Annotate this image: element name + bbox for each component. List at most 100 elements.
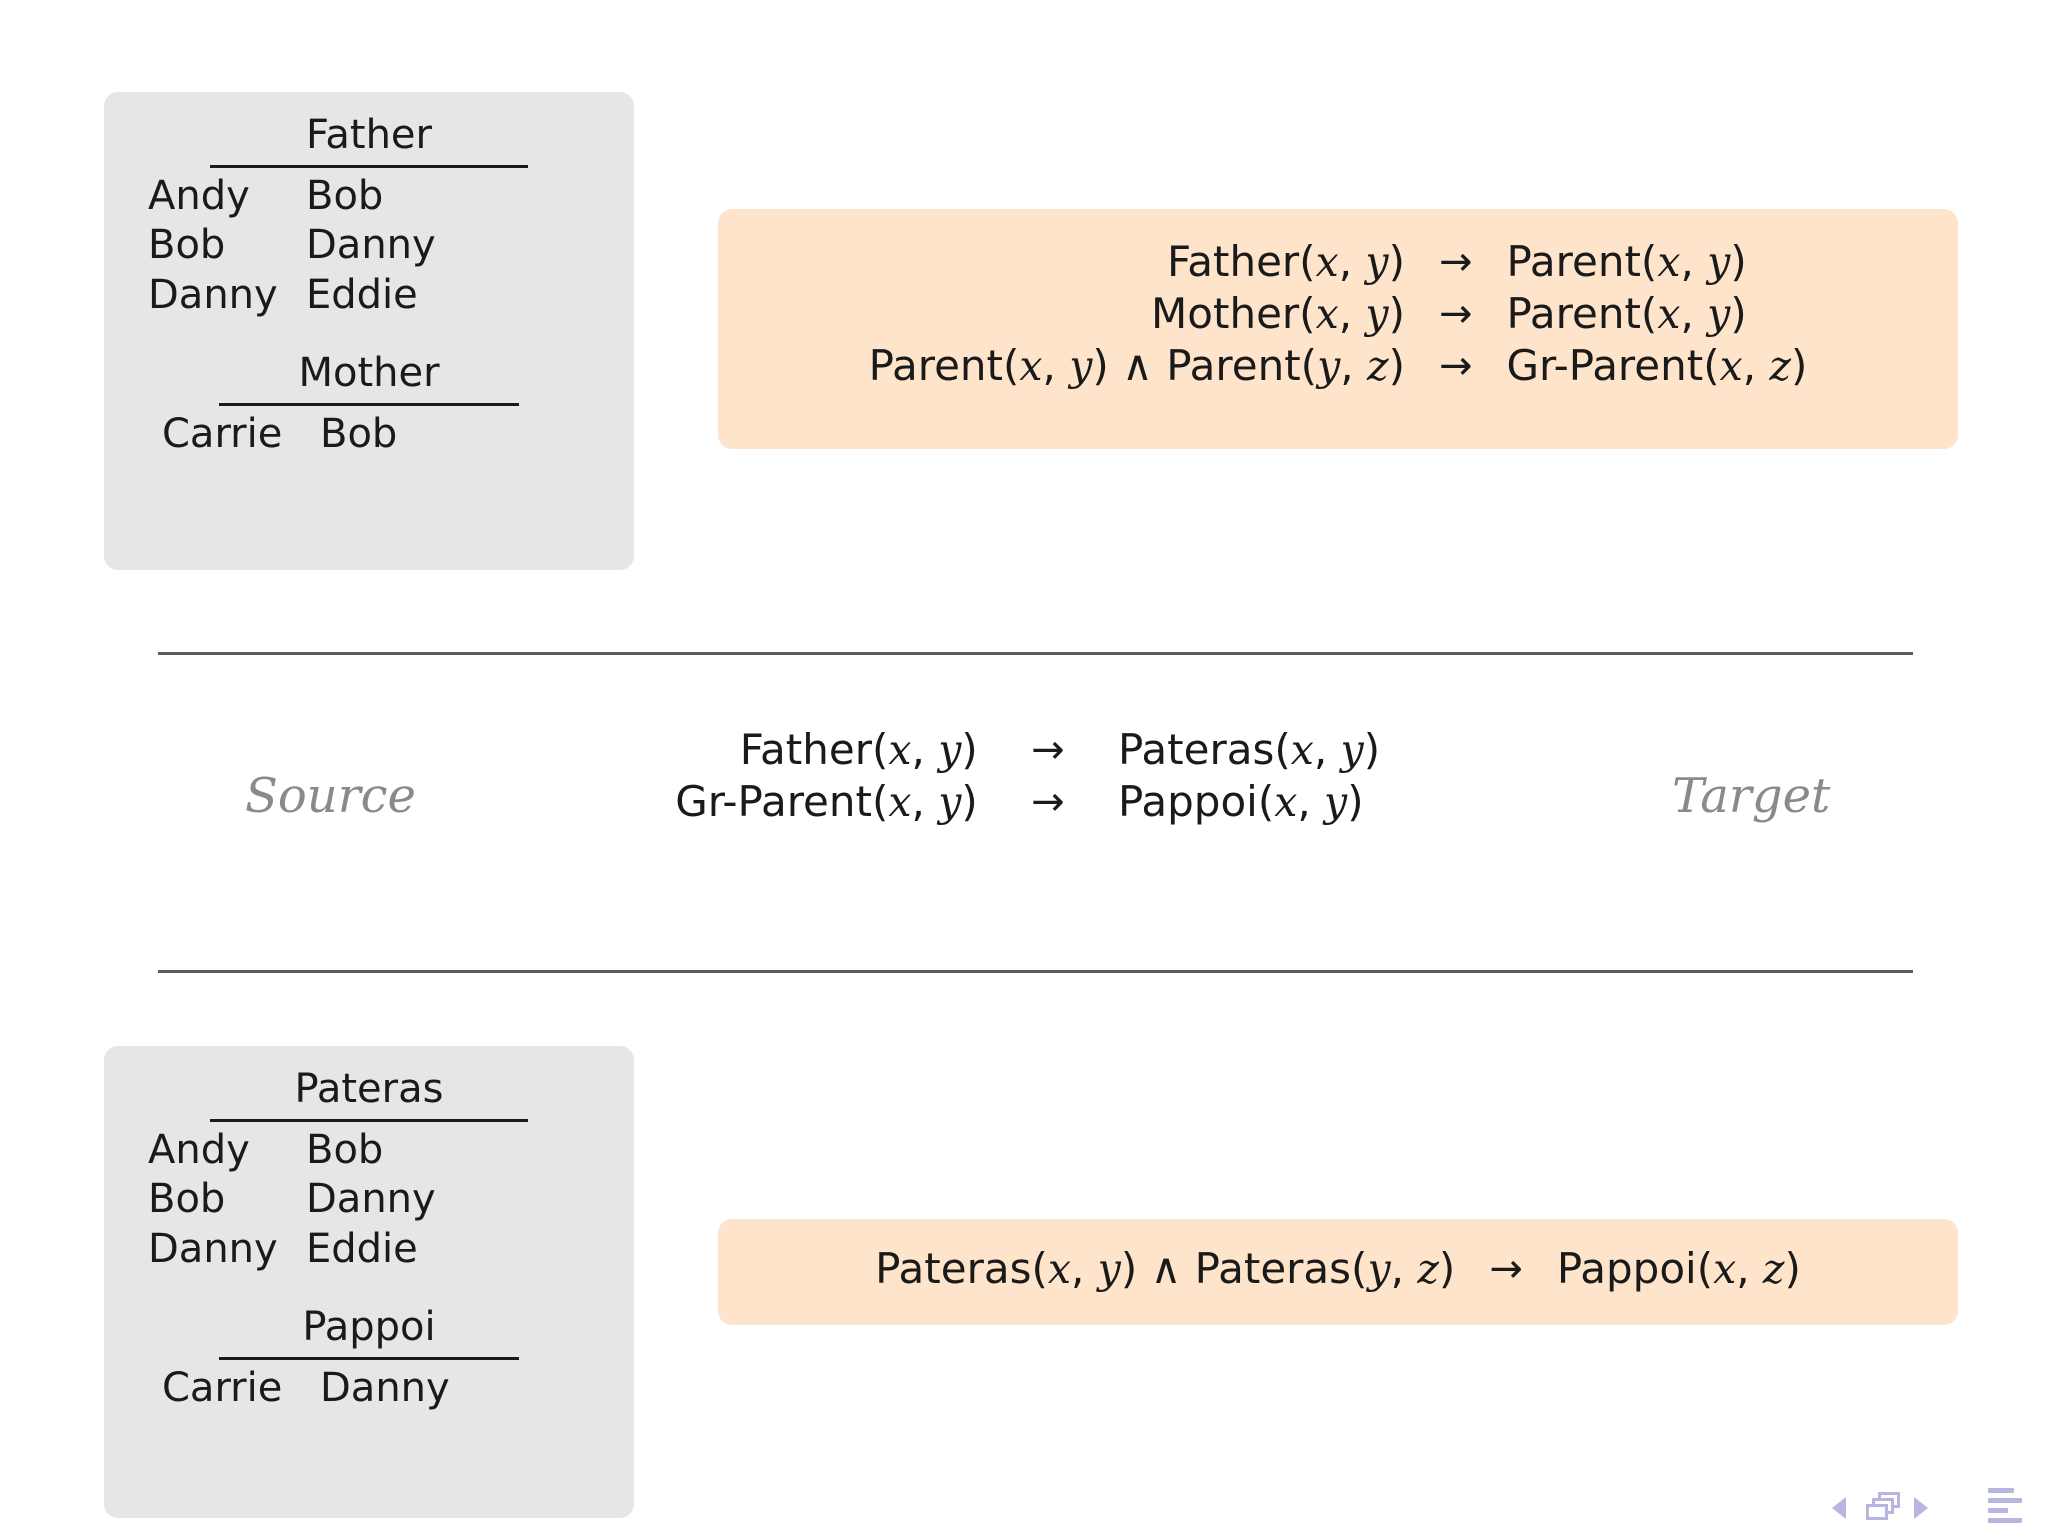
- next-slide-icon[interactable]: [1914, 1497, 1928, 1519]
- formula-token: x: [1713, 1245, 1737, 1293]
- source-label: Source: [245, 768, 416, 824]
- table-cell: Andy: [148, 173, 250, 220]
- formula-token: x: [1315, 289, 1339, 338]
- target-rules-box: Pateras(x, y) ∧ Pateras(y, z) → Pappoi(x…: [718, 1219, 1958, 1325]
- divider-top: [158, 652, 1913, 655]
- formula-token: z: [1366, 341, 1389, 390]
- relation-title: Mother: [298, 349, 440, 396]
- formula-token: y: [1324, 777, 1348, 826]
- formula-token: ,: [1390, 1244, 1418, 1293]
- formula-token: z: [1762, 1245, 1785, 1293]
- formula-token: ,: [1070, 1244, 1098, 1293]
- table-cell: Bob: [320, 410, 398, 457]
- source-rule-antecedent: Parent(x, y) ∧ Parent(y, z): [869, 340, 1405, 392]
- table-cell: Danny: [306, 222, 436, 269]
- beamer-navigation-bar: [1832, 1488, 2028, 1528]
- formula-token: y: [938, 777, 962, 826]
- formula-token: z: [1769, 341, 1792, 390]
- target-rule-consequent: Pappoi(x, z): [1557, 1243, 1801, 1295]
- mapping-rule-line: Gr-Parent(x, y) → Pappoi(x, y): [560, 776, 1480, 828]
- formula-token: x: [888, 777, 912, 826]
- table-cell: Bob: [306, 173, 384, 220]
- formula-token: x: [1657, 238, 1681, 286]
- table-cell: Bob: [306, 1127, 384, 1174]
- formula-token: ): [1730, 288, 1747, 338]
- mapping-rules: Father(x, y) → Pateras(x, y) Gr-Parent(x…: [560, 724, 1480, 828]
- target-rule-line: Pateras(x, y) ∧ Pateras(y, z) → Pappoi(x…: [875, 1243, 1801, 1295]
- formula-token: ,: [1680, 237, 1708, 286]
- formula-token: ) ∧ Parent(: [1092, 340, 1318, 390]
- formula-token: Father(: [1166, 237, 1316, 286]
- formula-token: Pateras(: [875, 1244, 1048, 1293]
- formula-token: ,: [1680, 288, 1708, 338]
- formula-token: Gr-Parent(: [675, 776, 889, 826]
- formula-token: x: [1315, 238, 1339, 286]
- formula-token: ,: [1042, 340, 1070, 390]
- formula-token: y: [1707, 238, 1731, 286]
- target-label: Target: [1672, 768, 1831, 824]
- formula-token: Parent(: [868, 340, 1020, 390]
- table-cell: Bob: [148, 1176, 226, 1223]
- formula-token: ): [1784, 1244, 1801, 1293]
- slide-stack-icon[interactable]: [1860, 1492, 1900, 1524]
- divider-bottom: [158, 970, 1913, 973]
- formula-token: y: [1707, 289, 1731, 338]
- mapping-rule-consequent: Pateras(x, y): [1118, 724, 1480, 776]
- mapping-rule-line: Father(x, y) → Pateras(x, y): [560, 724, 1480, 776]
- formula-token: x: [1274, 777, 1298, 826]
- table-cell: Danny: [148, 271, 278, 318]
- formula-token: ,: [911, 776, 939, 826]
- table-cell: Eddie: [306, 1225, 418, 1272]
- formula-token: z: [1417, 1245, 1439, 1293]
- prev-slide-icon[interactable]: [1832, 1497, 1846, 1519]
- formula-token: ): [961, 725, 978, 774]
- table-body: Carrie Bob: [162, 410, 470, 459]
- formula-token: Parent(: [1506, 237, 1658, 286]
- formula-token: Pateras(: [1117, 725, 1291, 774]
- outline-icon[interactable]: [1988, 1488, 2028, 1528]
- formula-token: ): [1388, 237, 1405, 286]
- table-header-rule: [219, 1356, 519, 1360]
- formula-token: ): [1388, 288, 1405, 338]
- table-cell: Bob: [148, 222, 226, 269]
- implication-arrow: →: [1438, 238, 1473, 285]
- source-rule-antecedent: Mother(x, y): [869, 288, 1405, 340]
- table-cell: Carrie: [162, 410, 283, 457]
- formula-token: x: [1019, 341, 1043, 390]
- source-rules-box: Father(x, y) → Parent(x, y) Mother(x, y)…: [718, 209, 1958, 449]
- formula-token: ): [1438, 1244, 1456, 1293]
- table-cell: Carrie: [162, 1364, 283, 1411]
- formula-token: ,: [1340, 340, 1367, 390]
- relation-title: Pappoi: [302, 1303, 436, 1350]
- implication-arrow: →: [1438, 290, 1473, 337]
- relation-title: Pateras: [294, 1066, 444, 1112]
- formula-token: y: [938, 726, 962, 774]
- implication-arrow: →: [1031, 726, 1065, 773]
- source-rule-line: Father(x, y) → Parent(x, y): [869, 236, 1808, 288]
- source-rule-consequent: Parent(x, y): [1506, 236, 1807, 288]
- formula-token: y: [1069, 341, 1093, 390]
- mapping-rule-antecedent: Father(x, y): [560, 724, 978, 776]
- formula-token: Pappoi(: [1117, 776, 1275, 826]
- formula-token: y: [1367, 1245, 1391, 1293]
- formula-token: Parent(: [1506, 288, 1658, 338]
- formula-token: x: [1719, 341, 1743, 390]
- relation-title: Father: [306, 112, 432, 158]
- formula-token: Father(: [739, 725, 889, 774]
- target-rule-antecedent: Pateras(x, y) ∧ Pateras(y, z): [875, 1243, 1455, 1295]
- formula-token: ,: [911, 725, 939, 774]
- table-row: Carrie Bob: [162, 410, 470, 459]
- formula-token: Gr-Parent(: [1506, 340, 1720, 390]
- formula-token: ) ∧ Pateras(: [1120, 1244, 1368, 1293]
- formula-token: ): [1730, 237, 1747, 286]
- formula-token: y: [1365, 289, 1389, 338]
- source-rule-line: Parent(x, y) ∧ Parent(y, z) → Gr-Parent(…: [869, 340, 1808, 392]
- formula-token: ,: [1338, 237, 1366, 286]
- formula-token: y: [1365, 238, 1389, 286]
